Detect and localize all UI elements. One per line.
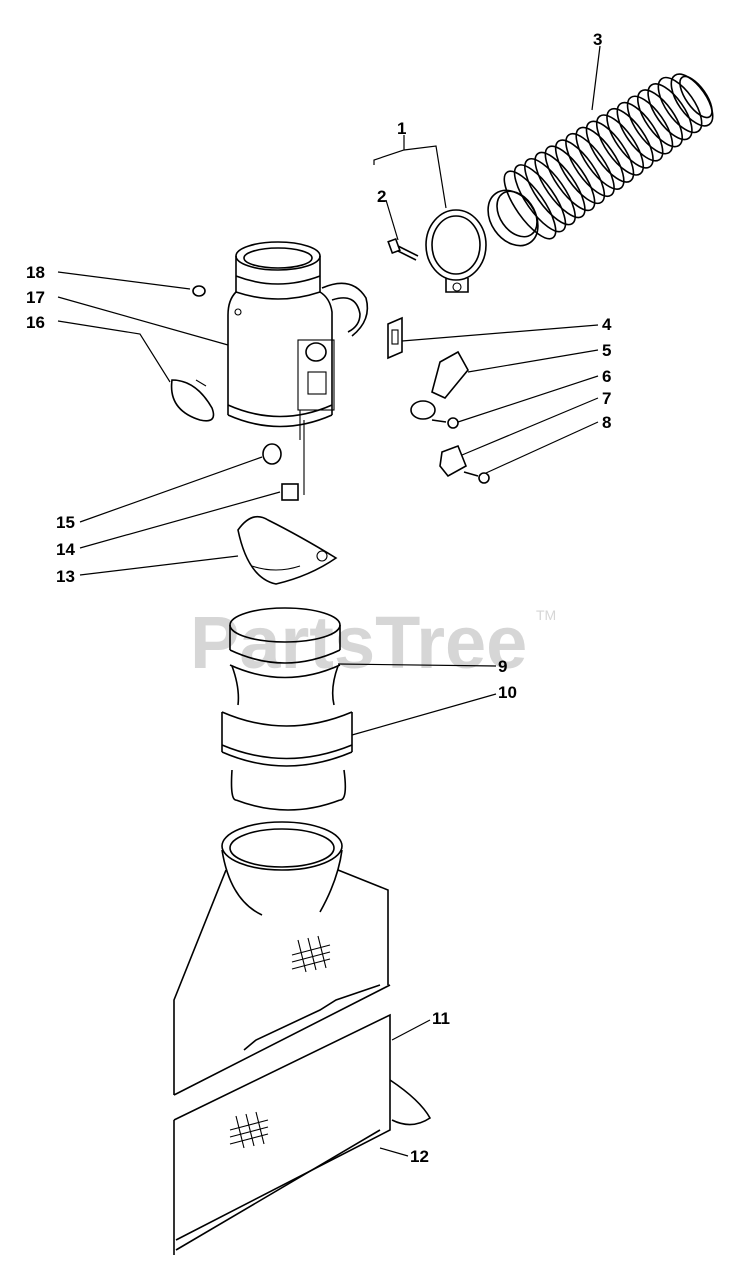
callout-16: 16 (26, 313, 45, 332)
part-deflector-13 (237, 515, 338, 585)
part-screw-8 (463, 471, 490, 484)
hose-ring (616, 101, 664, 162)
part-adapter (221, 607, 353, 811)
hose-ring (503, 170, 557, 240)
part-clip-14 (281, 410, 305, 501)
hose-ring (626, 95, 674, 155)
watermark-text: PartsTree (190, 601, 527, 684)
callout-4: 4 (602, 315, 612, 334)
hose-ring (565, 133, 615, 197)
callout-labels: 1 2 3 4 5 6 7 8 9 10 11 12 13 14 15 16 1… (26, 30, 612, 1166)
callout-3: 3 (593, 30, 602, 49)
part-housing (227, 241, 369, 428)
hose-ring (575, 126, 625, 190)
hose-ring (657, 76, 703, 134)
part-hose (487, 73, 714, 247)
callout-1: 1 (397, 119, 406, 138)
hose-ring (524, 158, 576, 226)
part-lever-5 (410, 350, 469, 420)
part-bolt-2 (387, 237, 419, 261)
callout-8: 8 (602, 413, 611, 432)
hose-ring (595, 114, 645, 176)
part-screw-6 (431, 417, 459, 429)
callout-17: 17 (26, 288, 45, 307)
callout-7: 7 (602, 389, 611, 408)
callout-14: 14 (56, 540, 75, 559)
part-washer-15 (262, 443, 282, 465)
callout-13: 13 (56, 567, 75, 586)
leader-lines (57, 45, 601, 1157)
hose-ring (647, 83, 693, 141)
hose-ring (534, 151, 586, 219)
hose-ring (513, 164, 567, 233)
hose-ring (544, 145, 596, 212)
callout-2: 2 (377, 187, 386, 206)
part-plate-7 (439, 444, 468, 478)
part-gasket-16 (170, 379, 215, 422)
hose-ring (637, 89, 683, 148)
callout-15: 15 (56, 513, 75, 532)
part-clamp (425, 209, 487, 293)
part-nut-18 (192, 285, 206, 297)
watermark-tm: TM (536, 607, 556, 623)
callout-12: 12 (410, 1147, 429, 1166)
callout-9: 9 (498, 657, 507, 676)
callout-11: 11 (432, 1009, 450, 1028)
callout-10: 10 (498, 683, 517, 702)
callout-18: 18 (26, 263, 45, 282)
hose-ring (585, 120, 635, 183)
hose-ring (554, 139, 606, 205)
callout-5: 5 (602, 341, 611, 360)
callout-6: 6 (602, 367, 611, 386)
hose-ring (606, 107, 654, 169)
part-bracket-4 (387, 316, 403, 360)
part-bag (173, 821, 432, 1255)
